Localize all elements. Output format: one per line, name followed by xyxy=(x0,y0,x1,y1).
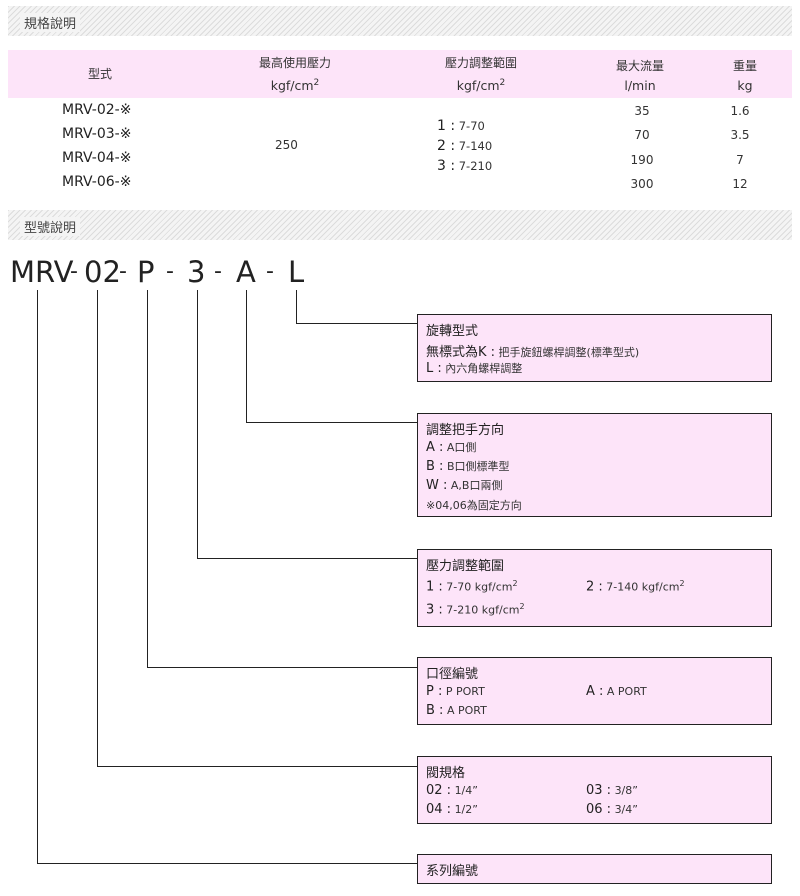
connector-handle xyxy=(246,422,417,423)
spec-section-title: 規格說明 xyxy=(20,13,81,32)
box-note: ※04,06為固定方向 xyxy=(426,499,522,512)
box-line: B : A PORT xyxy=(426,703,487,718)
port-code-box: 口徑編號 P : P PORT A : A PORT B : A PORT xyxy=(417,657,772,725)
box-line: 3 : 7-210 kgf/cm2 xyxy=(426,602,525,618)
spec-table-header: 型式 最高使用壓力 kgf/cm2 壓力調整範圍 kgf/cm2 最大流量 l/… xyxy=(8,50,792,98)
box-line: 1 : 7-70 kgf/cm2 xyxy=(426,579,518,595)
box-line: 無標式為K : 把手旋鈕螺桿調整(標準型式) xyxy=(426,345,640,360)
flow-cell: 300 xyxy=(630,177,654,191)
spec-section-header: 規格說明 xyxy=(8,6,792,36)
box-line: 04 : 1/2” xyxy=(426,802,478,817)
flow-cell: 70 xyxy=(634,128,650,142)
header-pressure-range: 壓力調整範圍 kgf/cm2 xyxy=(444,56,517,94)
rotation-type-box: 旋轉型式 無標式為K : 把手旋鈕螺桿調整(標準型式) L : 內六角螺桿調整 xyxy=(417,314,772,382)
flow-cell: 190 xyxy=(630,153,654,167)
valve-size-box: 閥規格 02 : 1/4” 03 : 3/8” 04 : 1/2” 06 : 3… xyxy=(417,756,772,824)
handle-direction-box: 調整把手方向 A : A口側 B : B口側標準型 W : A,B口兩側 ※04… xyxy=(417,413,772,517)
box-title: 系列編號 xyxy=(426,864,479,879)
model-section-title: 型號說明 xyxy=(20,217,81,236)
code-separator: - xyxy=(119,259,127,284)
box-line: W : A,B口兩側 xyxy=(426,478,503,493)
header-type: 型式 xyxy=(87,67,112,81)
code-separator: - xyxy=(166,259,174,284)
box-line: A : A口側 xyxy=(426,440,477,455)
code-range: 3 xyxy=(187,255,206,289)
connector-series xyxy=(37,290,38,863)
weight-cell: 1.6 xyxy=(730,104,750,118)
weight-cell: 12 xyxy=(732,177,748,191)
box-title: 閥規格 xyxy=(426,766,466,781)
connector-size xyxy=(97,766,417,767)
box-title: 口徑編號 xyxy=(426,667,479,682)
weight-cell: 3.5 xyxy=(730,128,750,142)
range-cell: 3 : 7-210 xyxy=(437,158,493,174)
code-port: P xyxy=(137,255,155,289)
pressure-range-box: 壓力調整範圍 1 : 7-70 kgf/cm2 2 : 7-140 kgf/cm… xyxy=(417,549,772,627)
header-flow: 最大流量 l/min xyxy=(615,59,664,93)
model-cell: MRV-02-※ xyxy=(62,102,132,118)
range-cell: 1 : 7-70 xyxy=(437,118,485,134)
code-separator: - xyxy=(70,259,78,284)
code-separator: - xyxy=(266,259,274,284)
weight-cell: 7 xyxy=(736,153,744,167)
box-line: B : B口側標準型 xyxy=(426,459,510,474)
connector-port xyxy=(147,667,417,668)
connector-handle xyxy=(246,290,247,422)
model-cell: MRV-04-※ xyxy=(62,150,132,166)
connector-rotation xyxy=(296,323,417,324)
code-size: 02 xyxy=(84,255,121,289)
box-title: 壓力調整範圍 xyxy=(426,559,505,574)
model-cell: MRV-03-※ xyxy=(62,126,132,142)
flow-cell: 35 xyxy=(634,104,650,118)
header-pressure-max: 最高使用壓力 kgf/cm2 xyxy=(258,56,331,94)
model-section-header: 型號說明 xyxy=(8,210,792,240)
box-line: 2 : 7-140 kgf/cm2 xyxy=(586,579,685,595)
box-line: 06 : 3/4” xyxy=(586,802,638,817)
header-weight: 重量 kg xyxy=(732,59,757,93)
code-rotation: L xyxy=(288,255,305,289)
connector-port xyxy=(147,290,148,667)
box-line: 03 : 3/8” xyxy=(586,783,638,798)
series-code-box: 系列編號 xyxy=(417,854,772,884)
code-separator: - xyxy=(214,259,222,284)
box-line: A : A PORT xyxy=(586,684,647,699)
box-line: L : 內六角螺桿調整 xyxy=(426,361,523,376)
code-series: MRV xyxy=(10,255,74,289)
box-line: 02 : 1/4” xyxy=(426,783,478,798)
box-title: 旋轉型式 xyxy=(426,324,479,339)
box-title: 調整把手方向 xyxy=(426,423,505,438)
range-cell: 2 : 7-140 xyxy=(437,138,493,154)
code-handle: A xyxy=(236,255,256,289)
connector-range xyxy=(197,558,417,559)
connector-range xyxy=(197,290,198,558)
connector-series xyxy=(37,863,417,864)
model-cell: MRV-06-※ xyxy=(62,174,132,190)
max-pressure-cell: 250 xyxy=(275,138,298,152)
box-line: P : P PORT xyxy=(426,684,485,699)
connector-size xyxy=(97,290,98,766)
connector-rotation xyxy=(296,290,297,323)
